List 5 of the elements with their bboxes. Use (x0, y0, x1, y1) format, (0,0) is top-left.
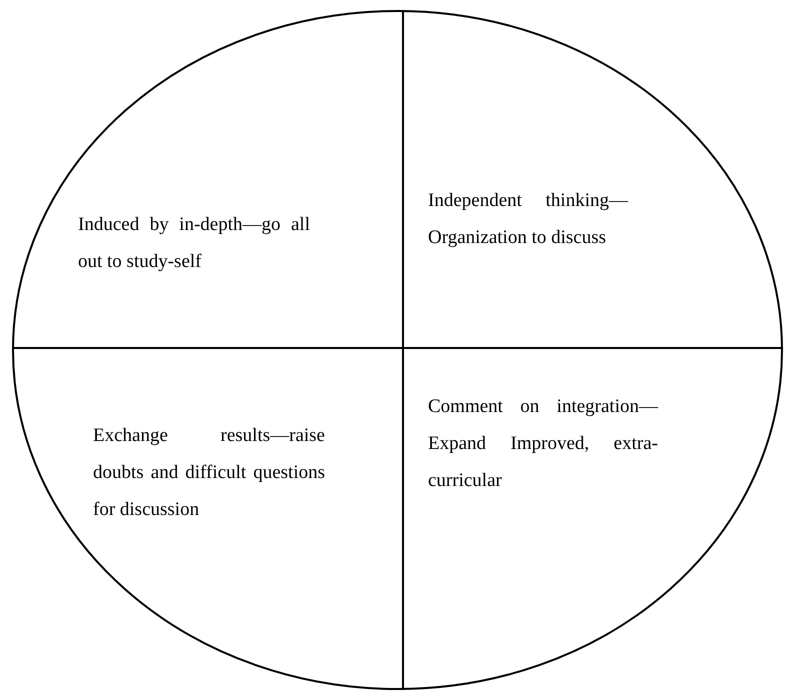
quadrant-text: Independent thinking— Organization to discuss (428, 182, 628, 256)
quadrant-text: Comment on integration—Expand Improved, extra-curricular (428, 388, 658, 499)
quadrant-text: Induced by in-depth—go all out to study-self (78, 206, 310, 280)
quadrant-text: Exchange results—raise doubts and difficult questions for discussion (93, 417, 325, 528)
divided-ellipse (12, 10, 783, 690)
